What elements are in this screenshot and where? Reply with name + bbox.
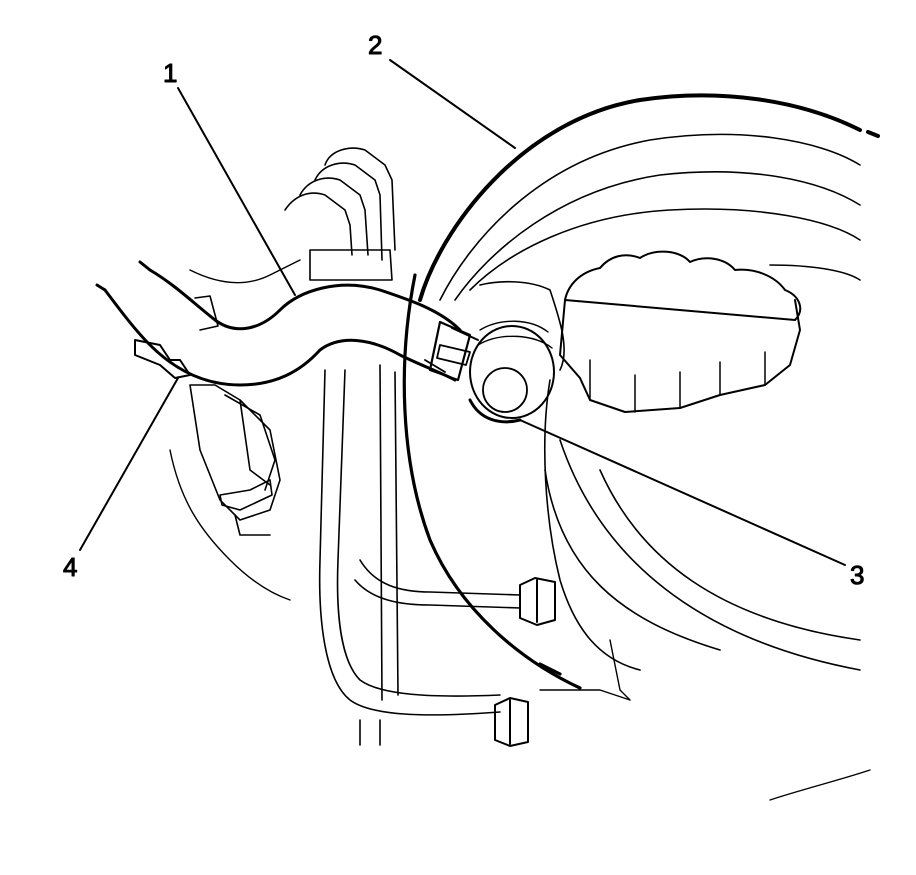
- leader-line-1: [177, 87, 296, 296]
- leader-line-3: [519, 419, 846, 566]
- booster-outer-shell: [402, 273, 582, 690]
- callout-4: 4: [63, 552, 77, 582]
- reservoir-inlet-port: [468, 320, 555, 424]
- leader-line-2: [389, 59, 516, 149]
- callout-2: 2: [368, 30, 382, 60]
- reservoir-cap: [559, 250, 802, 413]
- brake-booster-housing: [418, 93, 880, 671]
- leader-lines: [79, 59, 846, 566]
- fluid-reservoir: [479, 280, 641, 671]
- hose-retaining-clip: [134, 295, 219, 379]
- callout-3: 3: [850, 560, 864, 590]
- callout-labels: 1 2 3 4: [63, 30, 865, 591]
- brake-lines: [284, 147, 521, 746]
- leader-line-4: [79, 377, 179, 551]
- callout-1: 1: [163, 58, 177, 88]
- vehicle-body-outlines: [169, 259, 871, 801]
- lower-component-housing: [189, 384, 281, 536]
- brake-line-fittings: [494, 577, 556, 747]
- hose-clamp: [424, 320, 479, 382]
